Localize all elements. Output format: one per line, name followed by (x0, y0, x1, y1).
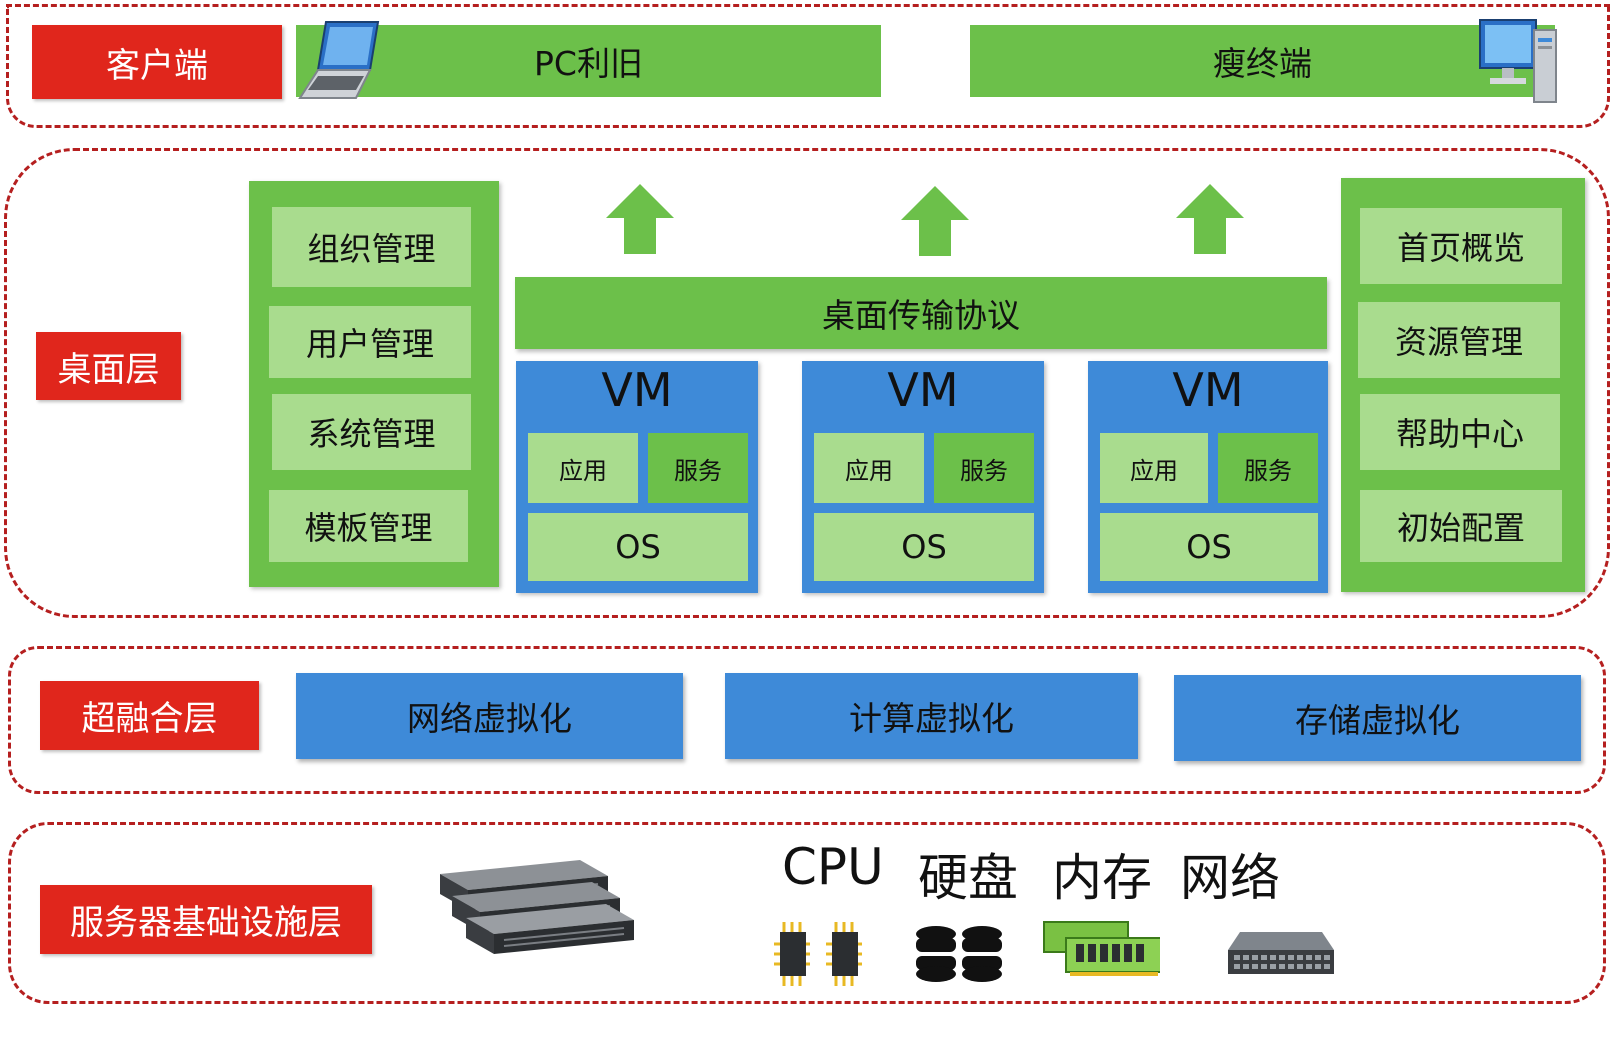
desktop-protocol-bar: 桌面传输协议 (515, 277, 1327, 349)
desktop-layer (4, 148, 1610, 618)
storage-virtualization-box: 存储虚拟化 (1174, 675, 1581, 761)
up-arrow-icon (606, 184, 674, 254)
hci-layer-label: 超融合层 (40, 681, 259, 750)
vm-app: 应用 (814, 433, 924, 503)
hci-layer (8, 646, 1606, 794)
vm-title: VM (887, 363, 959, 417)
thin-client-box: 瘦终端 (970, 25, 1555, 97)
memory-label: 内存 (1052, 849, 1152, 907)
vm-service: 服务 (648, 433, 748, 503)
memory-module-icon (1043, 921, 1160, 976)
vm-box: VM 应用 服务 OS (1088, 361, 1328, 593)
pc-reuse-box: PC利旧 (296, 25, 881, 97)
cpu-chip-icon (774, 922, 862, 986)
infra-layer-label: 服务器基础设施层 (40, 885, 372, 954)
help-center-item[interactable]: 帮助中心 (1360, 394, 1560, 470)
compute-virtualization-box: 计算虚拟化 (725, 673, 1138, 759)
vm-os: OS (814, 513, 1034, 581)
vm-title: VM (601, 363, 673, 417)
vm-app: 应用 (1100, 433, 1208, 503)
vm-app: 应用 (528, 433, 638, 503)
system-management-item[interactable]: 系统管理 (272, 394, 471, 470)
client-layer-label: 客户端 (32, 25, 282, 99)
server-rack-icon (440, 860, 634, 954)
user-management-item[interactable]: 用户管理 (269, 306, 471, 378)
disk-stack-icon (916, 926, 1002, 982)
vm-os: OS (1100, 513, 1318, 581)
network-switch-icon (1228, 932, 1334, 974)
org-management-item[interactable]: 组织管理 (272, 207, 471, 287)
thin-client-label: 瘦终端 (1213, 44, 1312, 83)
vm-box: VM 应用 服务 OS (802, 361, 1044, 593)
vm-box: VM 应用 服务 OS (516, 361, 758, 593)
vm-service: 服务 (1218, 433, 1318, 503)
cpu-label: CPU (782, 838, 884, 896)
desktop-computer-icon (1479, 19, 1557, 103)
initial-config-item[interactable]: 初始配置 (1360, 490, 1562, 562)
vm-os: OS (528, 513, 748, 581)
disk-label: 硬盘 (918, 849, 1018, 907)
network-virtualization-box: 网络虚拟化 (296, 673, 683, 759)
up-arrow-icon (1176, 184, 1244, 254)
network-label: 网络 (1180, 849, 1280, 907)
up-arrow-icon (901, 186, 969, 256)
desktop-layer-label: 桌面层 (36, 332, 181, 400)
resource-management-item[interactable]: 资源管理 (1358, 302, 1560, 378)
infra-layer (8, 822, 1606, 1004)
template-management-item[interactable]: 模板管理 (269, 490, 468, 562)
vm-title: VM (1172, 363, 1244, 417)
laptop-icon (298, 21, 380, 99)
home-overview-item[interactable]: 首页概览 (1360, 208, 1562, 284)
pc-reuse-label: PC利旧 (534, 44, 643, 83)
vm-service: 服务 (934, 433, 1034, 503)
client-layer (6, 4, 1610, 128)
